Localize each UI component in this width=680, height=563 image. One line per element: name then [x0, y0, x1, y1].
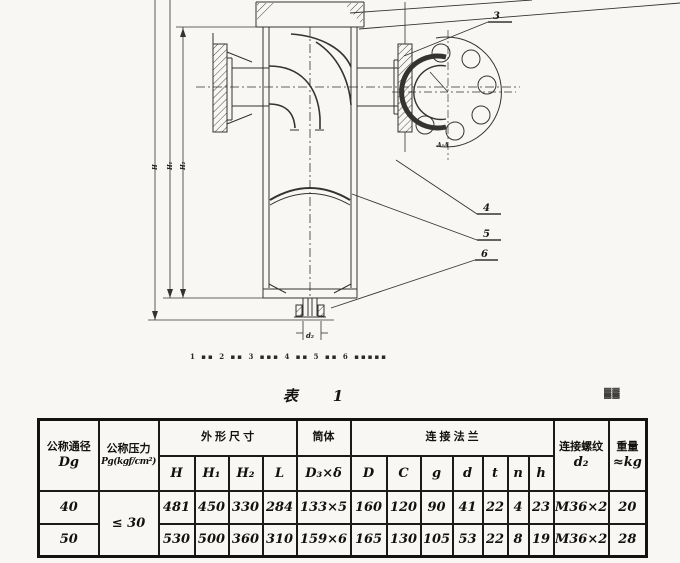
header-connecting-flange: 连 接 法 兰 [349, 418, 555, 457]
flange-face-outline [435, 36, 502, 148]
subheader-H2: H₂ [227, 454, 264, 492]
cell-t: 22 [481, 489, 509, 525]
dim-label-h: H [152, 164, 159, 171]
weld-hatch [344, 3, 363, 26]
corner-stamp: ▓▓ [604, 388, 621, 399]
callout-5: 5 [483, 229, 490, 240]
dim-label-h2: H₂ [180, 161, 187, 171]
drain-flange [295, 304, 303, 317]
cell-dg: 40 [37, 489, 100, 525]
spec-table: 公称通径 Dg 公称压力 Pg(kgf/cm²) 外 形 尺 寸 筒体 连 接 … [37, 418, 649, 558]
drain-dim-label: d₂ [306, 331, 314, 340]
cell-n: 8 [506, 522, 530, 558]
cell-C: 120 [385, 489, 422, 525]
header-weight: 重量 ≈kg [607, 418, 648, 492]
header-text: 公称通径 [46, 440, 91, 453]
header-symbol: Pg(kgf/cm²) [101, 457, 156, 468]
subheader-n: n [506, 454, 530, 492]
inlet-elbow [268, 65, 321, 129]
cell-h: 19 [527, 522, 555, 558]
flange-bore-arc [399, 53, 447, 131]
header-text: 连接螺纹 [559, 440, 604, 453]
subheader-C: C [385, 454, 422, 492]
parts-caption: 1 ▪▪ 2 ▪▪ 3 ▪▪▪ 4 ▪▪ 5 ▪▪ 6 ▪▪▪▪▪ [190, 352, 388, 361]
callout-3: 3 [493, 11, 500, 22]
cell-D: 165 [349, 522, 388, 558]
subheader-H1: H₁ [193, 454, 230, 492]
header-symbol: d₂ [573, 454, 589, 470]
cell-C: 130 [385, 522, 422, 558]
cell-H1: 450 [193, 489, 230, 525]
cell-H2: 330 [227, 489, 264, 525]
cell-H: 481 [157, 489, 196, 525]
inlet-flange-section [212, 43, 228, 133]
technical-drawing: 3 4 5 6 A-A d₂ H H₁ H₂ [148, 0, 680, 340]
table-row: 40 ≤ 30 481 450 330 284 133×5 160 120 90… [37, 489, 648, 558]
cell-h: 23 [527, 489, 555, 525]
subheader-d: d [451, 454, 484, 492]
header-outline-dims: 外 形 尺 寸 [157, 418, 298, 457]
cell-D3: 133×5 [295, 489, 352, 525]
section-label: A-A [436, 142, 449, 149]
cell-H: 530 [157, 522, 196, 558]
weld-hatch [257, 3, 276, 26]
dim-label-h1: H₁ [167, 161, 174, 171]
dome-baffle [269, 187, 351, 201]
header-symbol: Dg [58, 454, 79, 470]
cell-dg: 50 [37, 522, 100, 558]
cell-d2: M36×2 [552, 489, 610, 525]
outlet-elbow [290, 33, 352, 68]
cell-kg: 20 [607, 489, 648, 525]
cell-n: 4 [506, 489, 530, 525]
header-connecting-thread: 连接螺纹 d₂ [552, 418, 610, 492]
cell-H1: 500 [193, 522, 230, 558]
cell-pg: ≤ 30 [97, 489, 160, 558]
subheader-D: D [349, 454, 388, 492]
table-row: 50 530 500 360 310 159×6 165 130 105 53 … [37, 522, 648, 558]
cell-d: 41 [451, 489, 484, 525]
cell-d: 53 [451, 522, 484, 558]
subheader-H: H [157, 454, 196, 492]
cell-H2: 360 [227, 522, 264, 558]
cell-L: 284 [261, 489, 298, 525]
callout-6: 6 [481, 249, 488, 260]
cell-D: 160 [349, 489, 388, 525]
header-nominal-pressure: 公称压力 Pg(kgf/cm²) [97, 418, 160, 492]
cell-D3: 159×6 [295, 522, 352, 558]
subheader-D3xdelta: D₃×δ [295, 454, 352, 492]
subheader-h: h [527, 454, 555, 492]
header-text: 公称压力 [106, 443, 151, 456]
subheader-g: g [419, 454, 454, 492]
cell-d2: M36×2 [552, 522, 610, 558]
cell-t: 22 [481, 522, 509, 558]
header-shell: 筒体 [295, 418, 352, 457]
cell-g: 90 [419, 489, 454, 525]
subheader-t: t [481, 454, 509, 492]
cell-L: 310 [261, 522, 298, 558]
cell-g: 105 [419, 522, 454, 558]
table-title: 表 1 [282, 387, 354, 405]
header-nominal-diameter: 公称通径 Dg [37, 418, 100, 492]
subheader-L: L [261, 454, 298, 492]
header-text: 重量 [616, 440, 639, 453]
callout-4: 4 [483, 203, 490, 214]
cell-kg: 28 [607, 522, 648, 558]
header-symbol: ≈kg [612, 454, 642, 470]
